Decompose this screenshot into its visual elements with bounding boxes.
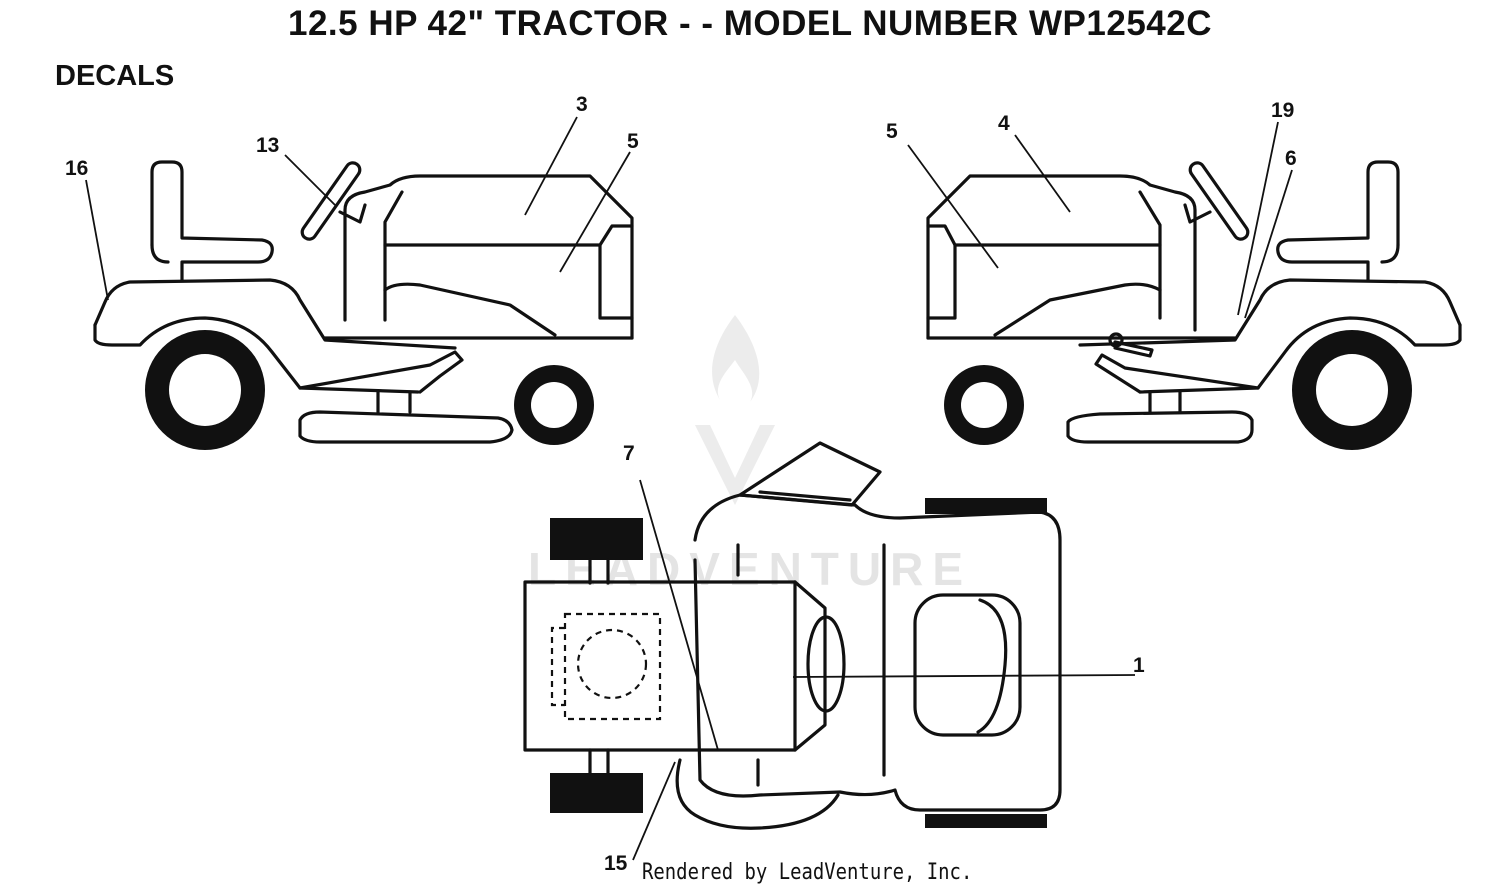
callout-3: 3 <box>576 93 588 116</box>
callout-7: 7 <box>623 442 635 465</box>
callout-5-right: 5 <box>886 120 898 143</box>
callout-19: 19 <box>1271 99 1294 122</box>
callout-15: 15 <box>604 852 628 875</box>
tractor-left-side-view: 16 13 3 5 <box>65 93 639 450</box>
callout-5: 5 <box>627 130 639 153</box>
callout-13: 13 <box>256 134 279 157</box>
section-heading: DECALS <box>55 60 175 92</box>
tractor-right-side-view: 5 4 19 6 <box>886 99 1462 450</box>
page-title: 12.5 HP 42" TRACTOR - - MODEL NUMBER WP1… <box>287 4 1213 43</box>
footer-credit: Rendered by LeadVenture, Inc. <box>642 860 973 885</box>
callout-4: 4 <box>998 112 1010 135</box>
callout-6: 6 <box>1285 147 1297 170</box>
callout-16: 16 <box>65 157 88 180</box>
tractor-top-view: 7 1 15 <box>523 441 1145 875</box>
callout-1: 1 <box>1133 654 1145 677</box>
